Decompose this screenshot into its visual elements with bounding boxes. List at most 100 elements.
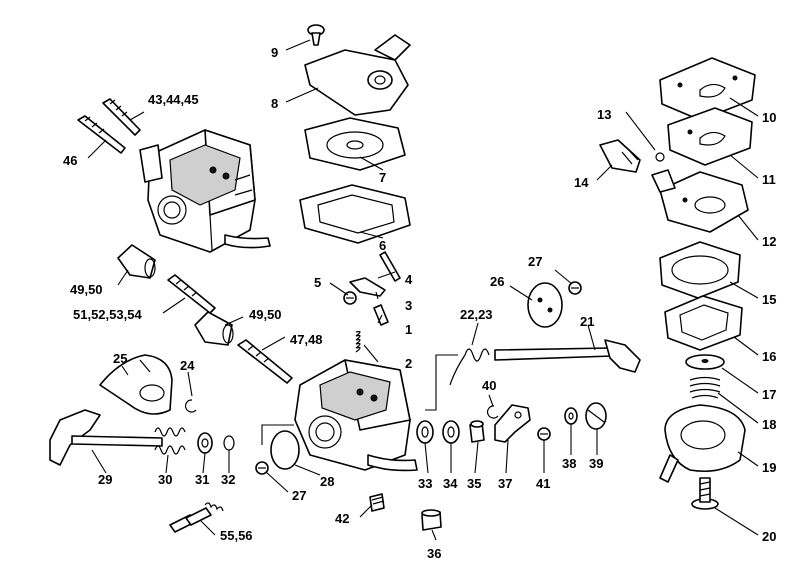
part-11-diaphragm [667, 107, 753, 166]
label-33: 33 [418, 476, 432, 491]
label-28: 28 [320, 474, 334, 489]
label-27-lower: 27 [292, 488, 306, 503]
part-20-screw [691, 477, 719, 510]
label-13: 13 [597, 107, 611, 122]
label-35: 35 [467, 476, 481, 491]
part-42-plug [369, 493, 385, 512]
part-labels: 9 8 7 6 4 3 1 2 5 43,44,45 46 49,50 51,5… [63, 45, 776, 561]
label-49-50-center: 49,50 [249, 307, 282, 322]
label-38: 38 [562, 456, 576, 471]
part-12-metering-cover [651, 169, 749, 233]
label-25: 25 [113, 351, 127, 366]
label-8: 8 [271, 96, 278, 111]
part-17-pump-disc [685, 354, 725, 370]
part-1-inlet-needle [373, 304, 389, 326]
label-30: 30 [158, 472, 172, 487]
part-19-housing [659, 404, 746, 483]
carburetor-assembled-view [139, 129, 271, 253]
label-41: 41 [536, 476, 550, 491]
label-46: 46 [63, 153, 77, 168]
part-29-choke-shaft [49, 409, 163, 466]
part-51-54-needle [167, 274, 216, 314]
part-2-spring [355, 330, 361, 353]
label-1: 1 [405, 322, 412, 337]
part-46-mixture-screw [77, 115, 126, 154]
part-31-washer [197, 432, 213, 454]
label-9: 9 [271, 45, 278, 60]
part-14-fitting [599, 139, 641, 173]
part-15-gasket [659, 241, 741, 299]
part-26-throttle-disc [527, 282, 563, 328]
label-3: 3 [405, 298, 412, 313]
label-6: 6 [379, 238, 386, 253]
label-26: 26 [490, 274, 504, 289]
part-13-ball [655, 152, 665, 162]
label-43-44-45: 43,44,45 [148, 92, 199, 107]
label-5: 5 [314, 275, 321, 290]
part-28-throttle-plate [270, 430, 300, 470]
part-22-23-spring [449, 348, 490, 386]
part-47-48-needle [237, 339, 293, 384]
part-32-o-ring [223, 435, 235, 451]
label-42: 42 [335, 511, 349, 526]
part-10-cover-plate [659, 57, 756, 121]
label-2: 2 [405, 356, 412, 371]
part-40-clip [486, 405, 499, 419]
part-24-clip [184, 399, 197, 413]
label-39: 39 [589, 456, 603, 471]
part-43-45-idle-screw [102, 98, 141, 136]
part-8-pump-cover [304, 34, 411, 116]
label-18: 18 [762, 417, 776, 432]
label-10: 10 [762, 110, 776, 125]
label-31: 31 [195, 472, 209, 487]
part-36-sleeve [421, 509, 442, 531]
part-41-screw [537, 427, 551, 441]
part-38-washer [564, 407, 578, 425]
label-55-56: 55,56 [220, 528, 253, 543]
leader-lines [87, 39, 759, 541]
part-30-spring [154, 427, 186, 455]
label-4: 4 [405, 272, 413, 287]
part-55-56-spring-pins [169, 502, 224, 533]
label-29: 29 [98, 472, 112, 487]
part-3-lever [349, 277, 386, 297]
label-47-48: 47,48 [290, 332, 323, 347]
part-5-screw [343, 291, 357, 305]
label-14: 14 [574, 175, 589, 190]
label-7: 7 [379, 170, 386, 185]
part-49-50-limiter-cap-top [117, 244, 156, 279]
label-36: 36 [427, 546, 441, 561]
label-12: 12 [762, 234, 776, 249]
label-17: 17 [762, 387, 776, 402]
part-9-screw [307, 24, 325, 46]
label-37: 37 [498, 476, 512, 491]
part-7-diaphragm [304, 117, 406, 171]
label-27-upper: 27 [528, 254, 542, 269]
part-34-bushing [442, 420, 460, 444]
label-16: 16 [762, 349, 776, 364]
part-16-gasket [664, 295, 743, 351]
label-21: 21 [580, 314, 594, 329]
label-34: 34 [443, 476, 458, 491]
part-27-screw-lower [255, 461, 269, 475]
part-39-cap [585, 402, 607, 430]
part-33-bushing [416, 420, 434, 444]
part-21-throttle-shaft [494, 339, 641, 373]
part-37-throttle-lever [494, 404, 531, 443]
label-15: 15 [762, 292, 776, 307]
label-20: 20 [762, 529, 776, 544]
label-22-23: 22,23 [460, 307, 493, 322]
part-49-50-limiter-cap-bottom [194, 311, 234, 346]
part-35-bushing [469, 420, 485, 443]
label-51-54: 51,52,53,54 [73, 307, 142, 322]
carburetor-body [294, 359, 418, 472]
part-18-spring [689, 376, 721, 399]
part-27-screw-upper [568, 281, 582, 295]
label-49-50-left: 49,50 [70, 282, 103, 297]
part-4-pin [379, 251, 401, 282]
label-19: 19 [762, 460, 776, 475]
label-11: 11 [762, 172, 776, 187]
label-24: 24 [180, 358, 195, 373]
label-32: 32 [221, 472, 235, 487]
part-6-gasket [299, 184, 411, 244]
